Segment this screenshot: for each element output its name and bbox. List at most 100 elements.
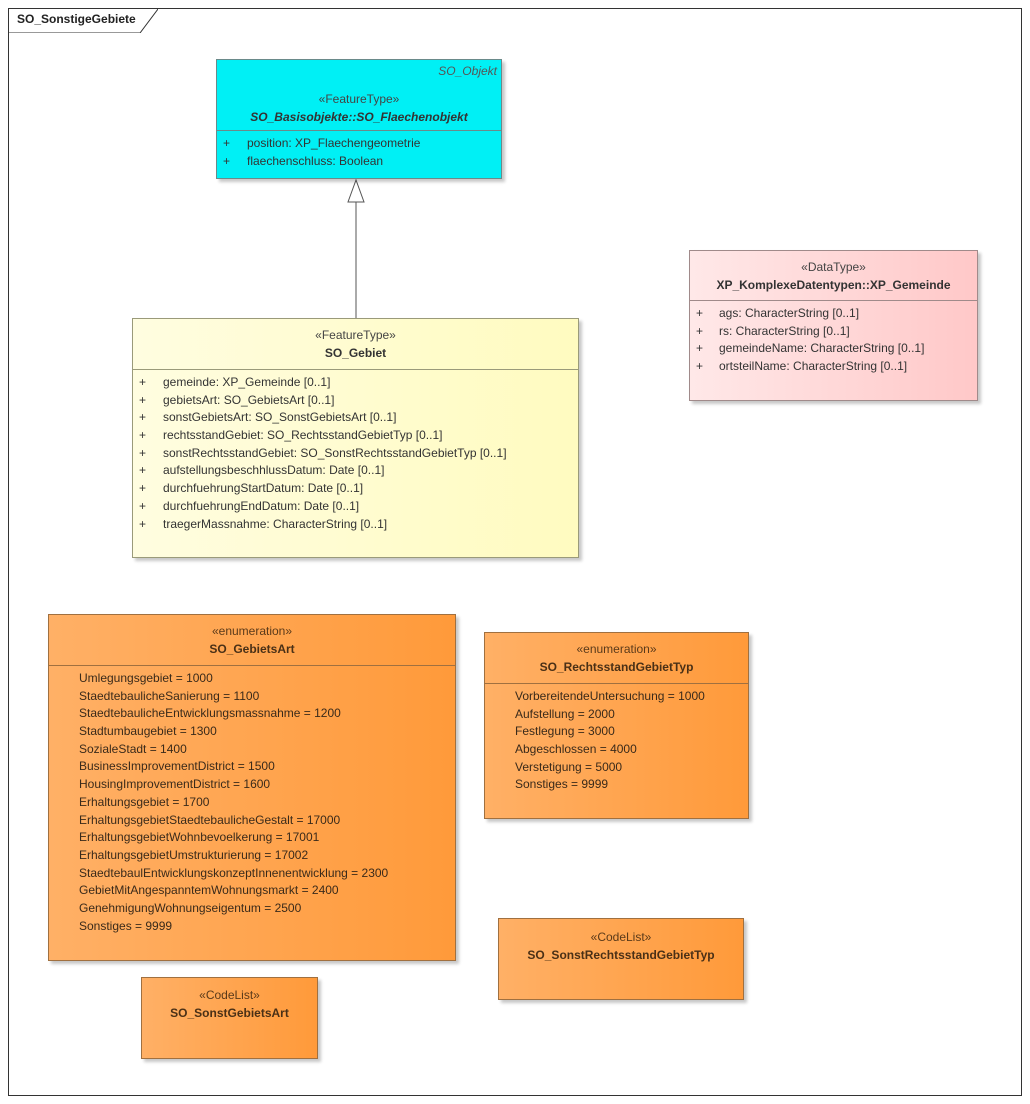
literal-text: StaedtebaulEntwicklungskonzeptInnenentwi…	[79, 865, 389, 880]
literal-text: StaedtebaulicheEntwicklungsmassnahme = 1…	[79, 706, 341, 721]
literal-text: SozialeStadt = 1400	[79, 741, 187, 756]
attribute-text: sonstRechtsstandGebiet: SO_SonstRechtsst…	[163, 445, 507, 460]
package-frame	[8, 8, 1022, 1096]
class-name: SO_Gebiet	[324, 346, 387, 360]
literal-row[interactable]: Stadtumbaugebiet = 1300	[49, 723, 455, 741]
enum-stereotype: «enumeration»	[211, 624, 293, 638]
attribute-row[interactable]: + durchfuehrungStartDatum: Date [0..1]	[133, 480, 578, 498]
attribute-text: aufstellungsbeschhlussDatum: Date [0..1]	[163, 463, 385, 478]
class-xp-gemeinde[interactable]: «DataType» XP_KomplexeDatentypen::XP_Gem…	[689, 250, 978, 401]
attribute-text: gemeindeName: CharacterString [0..1]	[719, 341, 925, 356]
literal-text: Erhaltungsgebiet = 1700	[79, 794, 210, 809]
visibility-marker: +	[139, 516, 147, 531]
class-stereotype: «FeatureType»	[318, 92, 400, 106]
attribute-text: ags: CharacterString [0..1]	[719, 306, 860, 320]
codelist-so-sonstgebietsart[interactable]: «CodeList» SO_SonstGebietsArt	[141, 977, 318, 1059]
visibility-marker: +	[139, 498, 147, 513]
literal-row[interactable]: StaedtebaulicheSanierung = 1100	[49, 688, 455, 706]
literal-text: Festlegung = 3000	[515, 724, 615, 739]
literal-row[interactable]: ErhaltungsgebietWohnbevoelkerung = 17001	[49, 829, 455, 847]
literal-row[interactable]: Verstetigung = 5000	[485, 759, 748, 777]
visibility-marker: +	[223, 153, 231, 168]
attribute-text: rechtsstandGebiet: SO_RechtsstandGebietT…	[163, 428, 443, 443]
literal-row[interactable]: GebietMitAngespanntemWohnungsmarkt = 240…	[49, 882, 455, 900]
attribute-text: gemeinde: XP_Gemeinde [0..1]	[163, 375, 331, 389]
literal-row[interactable]: Erhaltungsgebiet = 1700	[49, 794, 455, 812]
literal-row[interactable]: GenehmigungWohnungseigentum = 2500	[49, 900, 455, 918]
attribute-text: sonstGebietsArt: SO_SonstGebietsArt [0..…	[163, 410, 397, 425]
attribute-row[interactable]: +gemeinde: XP_Gemeinde [0..1]	[133, 374, 578, 392]
literal-row[interactable]: Sonstiges = 9999	[49, 918, 455, 936]
literal-row[interactable]: BusinessImprovementDistrict = 1500	[49, 758, 455, 776]
attribute-row[interactable]: +rs: CharacterString [0..1]	[690, 323, 977, 341]
visibility-marker: +	[139, 428, 147, 443]
attribute-row[interactable]: + traegerMassnahme: CharacterString [0..1…	[133, 516, 578, 534]
enum-name: SO_RechtsstandGebietTyp	[539, 660, 694, 674]
visibility-marker: +	[696, 323, 704, 338]
attribute-row[interactable]: +flaechenschluss: Boolean	[217, 153, 501, 171]
enum-name: SO_GebietsArt	[209, 642, 295, 656]
codelist-so-sonstrechtsstandgebiettyp[interactable]: «CodeList» SO_SonstRechtsstandGebietTyp	[498, 918, 744, 1000]
attribute-row[interactable]: + sonstGebietsArt: SO_SonstGebietsArt [0.…	[133, 409, 578, 427]
literal-text: VorbereitendeUntersuchung = 1000	[515, 689, 705, 703]
literal-text: BusinessImprovementDistrict = 1500	[79, 759, 275, 774]
visibility-marker: +	[696, 306, 704, 320]
visibility-marker: +	[139, 410, 147, 425]
enum-so-rechtsstandgebiettyp[interactable]: «enumeration» SO_RechtsstandGebietTyp Vo…	[484, 632, 749, 819]
literal-row[interactable]: Aufstellung = 2000	[485, 706, 748, 724]
attribute-row[interactable]: +ortsteilName: CharacterString [0..1]	[690, 358, 977, 376]
codelist-stereotype: «CodeList»	[199, 988, 260, 1002]
literal-row[interactable]: ErhaltungsgebietUmstrukturierung = 17002	[49, 847, 455, 865]
literal-row[interactable]: ErhaltungsgebietStaedtebaulicheGestalt =…	[49, 812, 455, 830]
class-header: «DataType» XP_KomplexeDatentypen::XP_Gem…	[690, 251, 977, 301]
package-name: SO_SonstigeGebiete	[17, 12, 136, 26]
literal-row[interactable]: Abgeschlossen = 4000	[485, 741, 748, 759]
class-header: SO_Objekt «FeatureType» SO_Basisobjekte:…	[217, 60, 501, 131]
attribute-text: position: XP_Flaechengeometrie	[247, 136, 421, 150]
class-stereotype: «FeatureType»	[315, 328, 396, 342]
codelist-name: SO_SonstGebietsArt	[170, 1006, 289, 1020]
class-name: SO_Basisobjekte::SO_Flaechenobjekt	[250, 110, 468, 124]
enum-header: «enumeration» SO_GebietsArt	[49, 615, 455, 666]
literal-row[interactable]: StaedtebaulicheEntwicklungsmassnahme = 1…	[49, 705, 455, 723]
literal-row[interactable]: VorbereitendeUntersuchung = 1000	[485, 688, 748, 706]
package-tab-shape	[8, 8, 158, 33]
class-stereotype: «DataType»	[801, 260, 866, 274]
attribute-row[interactable]: +gemeindeName: CharacterString [0..1]	[690, 340, 977, 358]
class-header: «FeatureType» SO_Gebiet	[133, 319, 578, 370]
literal-text: HousingImprovementDistrict = 1600	[79, 777, 271, 792]
codelist-name: SO_SonstRechtsstandGebietTyp	[527, 948, 715, 962]
visibility-marker: +	[139, 481, 147, 496]
attribute-row[interactable]: +aufstellungsbeschhlussDatum: Date [0..1…	[133, 462, 578, 480]
attribute-row[interactable]: + rechtsstandGebiet: SO_RechtsstandGebiet…	[133, 427, 578, 445]
attribute-row[interactable]: +position: XP_Flaechengeometrie	[217, 135, 501, 153]
package-tab[interactable]: SO_SonstigeGebiete	[8, 8, 158, 33]
literal-row[interactable]: Sonstiges = 9999	[485, 776, 748, 794]
attribute-text: durchfuehrungStartDatum: Date [0..1]	[163, 481, 364, 496]
attribute-row[interactable]: +gebietsArt: SO_GebietsArt [0..1]	[133, 392, 578, 410]
literal-row[interactable]: SozialeStadt = 1400	[49, 741, 455, 759]
literal-text: ErhaltungsgebietUmstrukturierung = 17002	[79, 847, 309, 862]
literal-text: ErhaltungsgebietStaedtebaulicheGestalt =…	[79, 812, 341, 827]
codelist-stereotype: «CodeList»	[590, 930, 652, 944]
literal-row[interactable]: Umlegungsgebiet = 1000	[49, 670, 455, 688]
literal-row[interactable]: StaedtebaulEntwicklungskonzeptInnenentwi…	[49, 865, 455, 883]
visibility-marker: +	[696, 359, 704, 374]
attribute-row[interactable]: +durchfuehrungEndDatum: Date [0..1]	[133, 498, 578, 516]
enum-so-gebietsart[interactable]: «enumeration» SO_GebietsArt Umlegungsgeb…	[48, 614, 456, 961]
codelist-header: «CodeList» SO_SonstGebietsArt	[142, 978, 317, 1022]
literal-text: Aufstellung = 2000	[515, 706, 615, 721]
literal-row[interactable]: HousingImprovementDistrict = 1600	[49, 776, 455, 794]
class-so-gebiet[interactable]: «FeatureType» SO_Gebiet +gemeinde: XP_Ge…	[132, 318, 579, 558]
attribute-text: traegerMassnahme: CharacterString [0..1]	[163, 516, 388, 531]
class-name: XP_KomplexeDatentypen::XP_Gemeinde	[716, 278, 951, 292]
attribute-row[interactable]: +sonstRechtsstandGebiet: SO_SonstRechtss…	[133, 445, 578, 463]
class-so-flaechenobjekt[interactable]: SO_Objekt «FeatureType» SO_Basisobjekte:…	[216, 59, 502, 179]
attribute-row[interactable]: + ags: CharacterString [0..1]	[690, 305, 977, 323]
literal-text: GenehmigungWohnungseigentum = 2500	[79, 900, 302, 915]
literal-text: Umlegungsgebiet = 1000	[79, 671, 213, 685]
attribute-list: +position: XP_Flaechengeometrie+flaechen…	[217, 131, 501, 170]
enum-header: «enumeration» SO_RechtsstandGebietTyp	[485, 633, 748, 684]
literal-row[interactable]: Festlegung = 3000	[485, 723, 748, 741]
